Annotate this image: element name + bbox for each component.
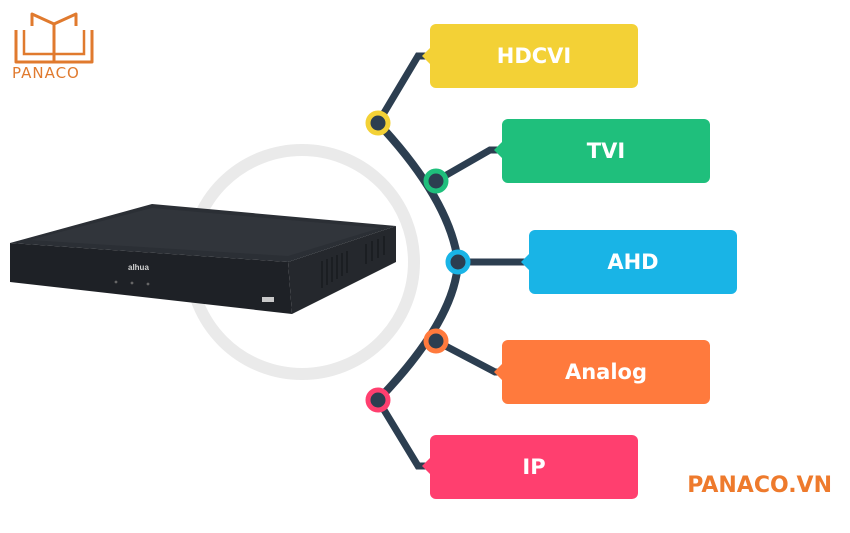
node-analog [423,328,449,354]
book-logo-icon [14,12,94,64]
label-hdcvi: HDCVI [430,24,638,88]
label-analog-text: Analog [564,360,648,384]
panaco-logo [10,10,100,85]
label-ip-text: IP [522,455,546,479]
label-ip: IP [430,435,638,499]
label-analog: Analog [502,340,710,404]
label-tvi-text: TVI [586,139,626,163]
label-tvi: TVI [502,119,710,183]
label-hdcvi-text: HDCVI [496,44,572,68]
dvr-device: alhua [10,204,396,314]
device-maker-mark: alhua [128,263,149,272]
node-ip [365,387,391,413]
logo-text: PANACO [12,64,80,82]
label-ahd-text: AHD [607,250,659,274]
footer-website: PANACO.VN [687,473,832,498]
usb-port [262,297,274,302]
node-ahd [445,249,471,275]
node-tvi [423,168,449,194]
node-hdcvi [365,110,391,136]
label-ahd: AHD [529,230,737,294]
